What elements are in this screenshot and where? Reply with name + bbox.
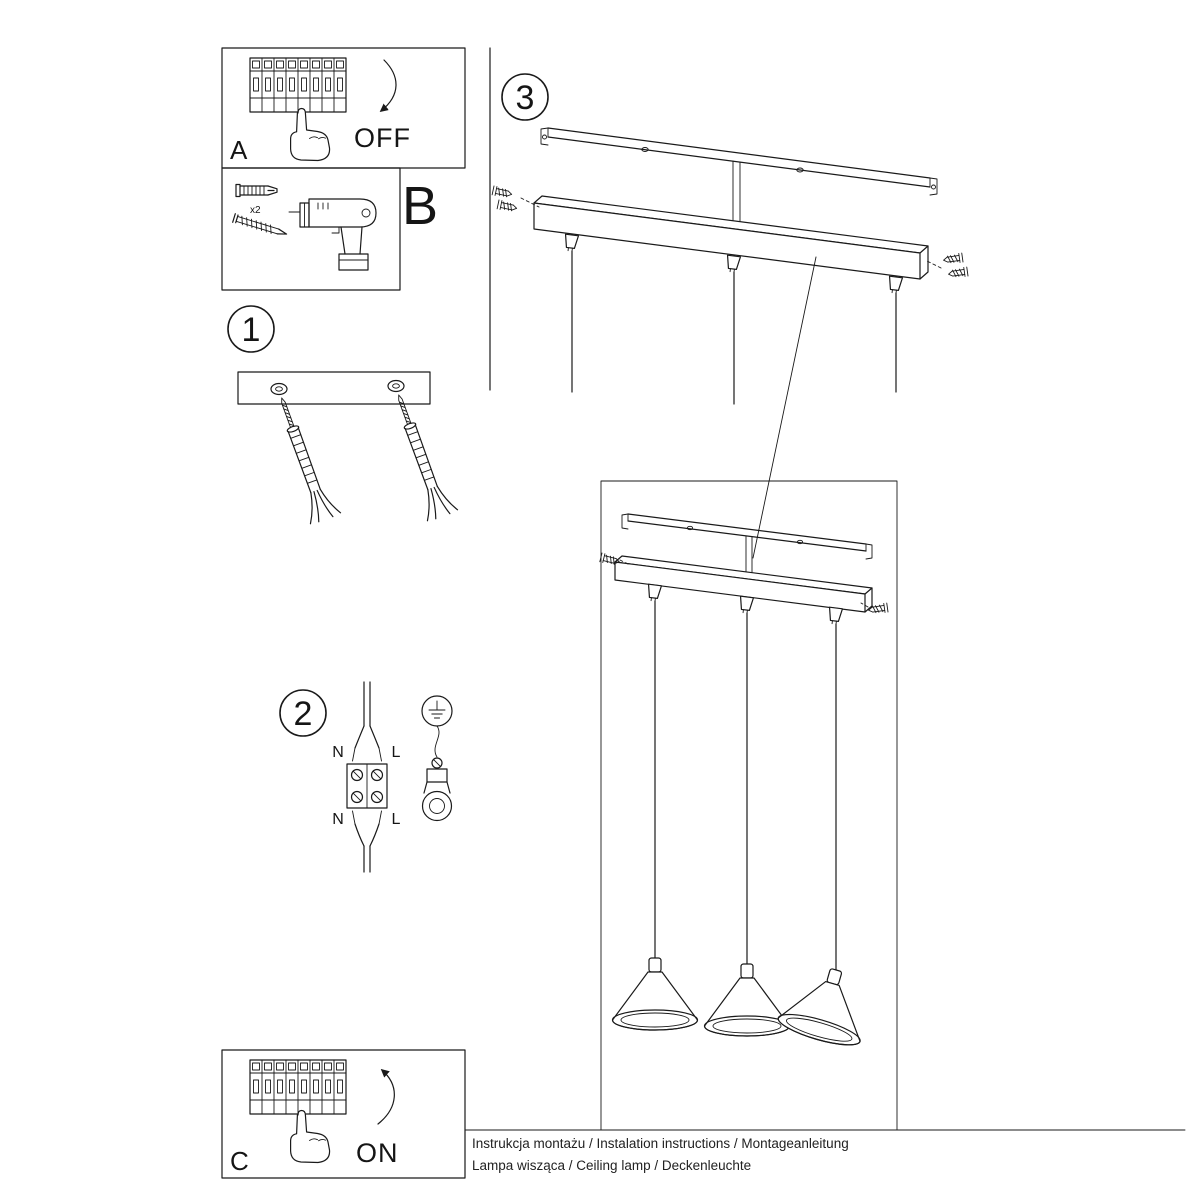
panel-b-label: B: [402, 176, 438, 236]
cord-grip: [886, 275, 904, 295]
footer-title-line1: Instrukcja montażu / Instalation instruc…: [472, 1136, 849, 1151]
panel-a: OFF A: [221, 47, 466, 169]
drill-hole: [387, 379, 405, 393]
mains-cable-bottom: [352, 810, 382, 873]
panel-c-frame: [221, 1049, 466, 1179]
earth-symbol-icon: [421, 695, 453, 727]
switch-on-label: ON: [356, 1138, 399, 1168]
arrow-up-icon: [377, 1068, 395, 1125]
lamp-shade: [611, 957, 699, 1031]
wire-label-n-top: N: [332, 744, 344, 761]
footer: Instrukcja montażu / Instalation instruc…: [464, 1129, 1186, 1179]
mains-cable-top: [352, 681, 382, 762]
anchor-qty-label: x2: [250, 205, 261, 216]
fixing-screw-icon: [491, 185, 514, 200]
wire-label-l-bottom: L: [392, 811, 401, 828]
drill-icon: [288, 198, 377, 271]
pendant-cords: [571, 250, 897, 405]
wall-plug-assembly: [383, 388, 459, 523]
terminal-block: [346, 763, 388, 809]
screw-guide-lines: [520, 197, 942, 269]
mounting-rail: [540, 127, 938, 223]
cord-grip: [737, 595, 755, 615]
lamp-shade-tilted: [774, 957, 878, 1052]
step2-diagram: 2 N L N L: [279, 681, 453, 873]
footer-title-line2: Lampa wisząca / Ceiling lamp / Deckenleu…: [472, 1158, 751, 1173]
fixing-screw-icon: [942, 252, 964, 266]
step2-number: 2: [294, 695, 313, 733]
step1-diagram: 1: [227, 305, 459, 526]
footer-divider: [464, 1129, 1186, 1179]
canopy-bar: [533, 195, 929, 280]
lamp-shade: [703, 963, 791, 1037]
drill-hole: [270, 382, 288, 396]
wall-plug-assembly: [266, 391, 342, 526]
step3-number: 3: [516, 79, 535, 117]
step3-diagram: 3: [489, 47, 969, 559]
cord-grip: [826, 606, 844, 626]
panel-b: B x2: [221, 167, 438, 291]
screw-icon: [232, 213, 288, 235]
wall-plug-icon: [235, 183, 278, 198]
panel-b-frame: [221, 167, 401, 291]
pointing-hand-icon: [290, 107, 331, 162]
step1-badge: [227, 305, 275, 353]
pendant-cords: [654, 600, 837, 971]
screw-guide-lines: [619, 559, 869, 608]
panel-c-label: C: [230, 1146, 249, 1176]
cord-grip: [562, 233, 580, 253]
step2-badge: [279, 689, 327, 737]
cord-grip: [645, 583, 663, 603]
pointing-hand-icon: [290, 1109, 331, 1164]
leader-line: [752, 256, 817, 559]
switch-off-label: OFF: [354, 123, 411, 153]
panel-a-label: A: [230, 135, 248, 165]
fixing-screw-icon: [496, 199, 519, 214]
wire-label-n-bottom: N: [332, 811, 344, 828]
breaker-panel-drawing: [249, 57, 347, 113]
step3-badge: [501, 73, 549, 121]
step1-number: 1: [242, 311, 261, 349]
wire-label-l-top: L: [392, 744, 401, 761]
assembled-lamp-diagram: [599, 480, 898, 1131]
ground-ring: [421, 790, 453, 822]
arrow-down-icon: [379, 59, 397, 113]
fixing-screw-icon: [867, 602, 889, 616]
mounting-strip: [237, 371, 431, 405]
mounting-rail-small: [621, 513, 873, 575]
cord-grip: [724, 254, 742, 274]
panel-c: ON C: [221, 1049, 466, 1179]
ground-connection: [421, 695, 453, 822]
fixing-screw-icon: [947, 266, 969, 280]
breaker-panel-drawing: [249, 1059, 347, 1115]
